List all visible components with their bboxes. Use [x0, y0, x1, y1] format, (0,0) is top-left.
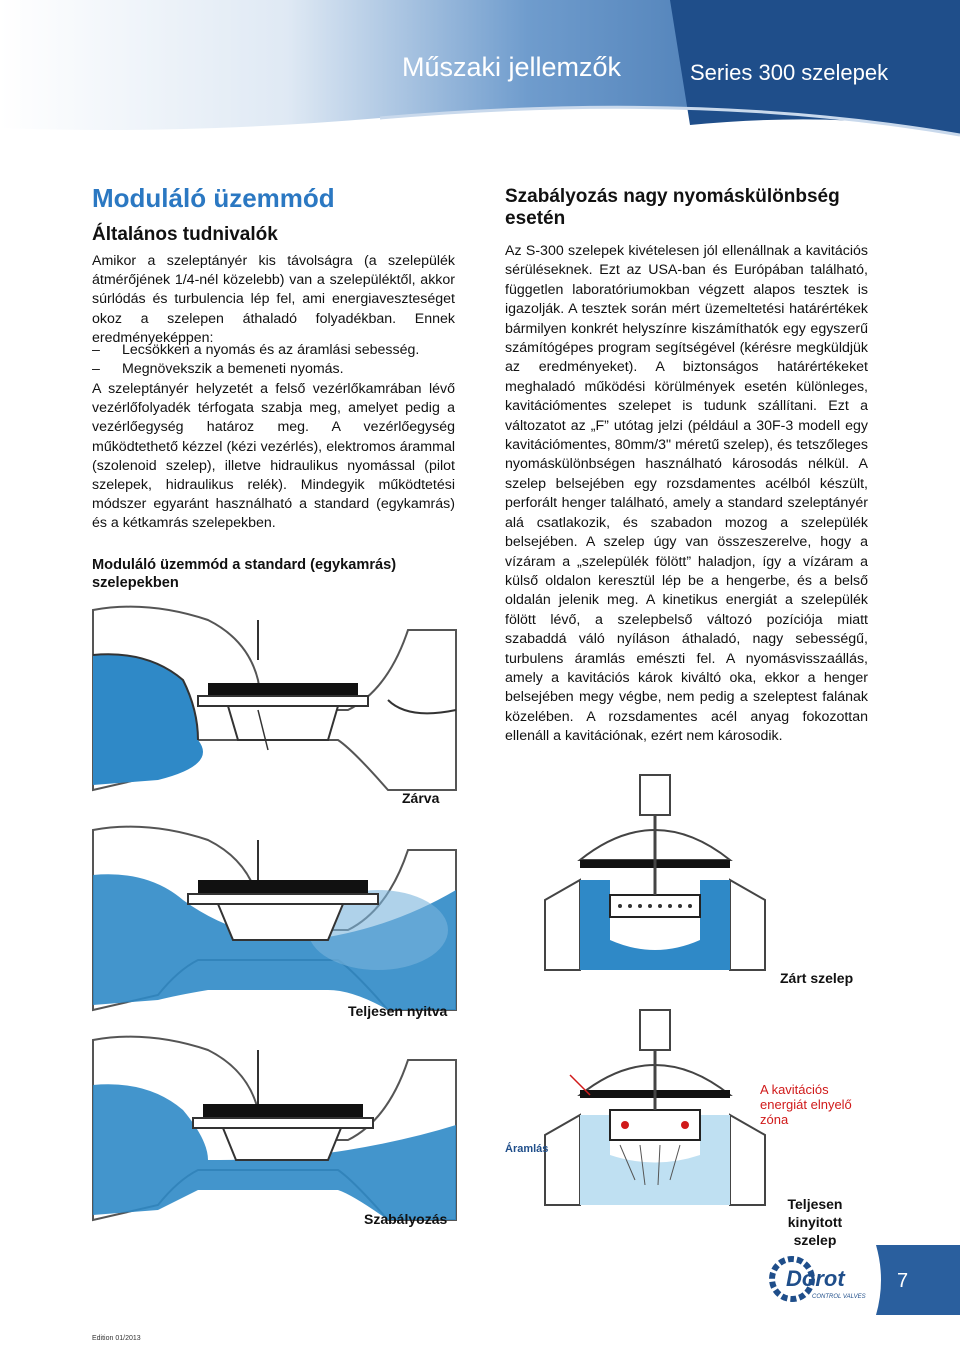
dorot-logo: Dorot CONTROL VALVES	[769, 1256, 866, 1302]
valve-open-diagram	[92, 825, 457, 1012]
label-cavitation-zone: A kavitációs energiát elnyelő zóna	[760, 1082, 852, 1127]
valve-cutaway-open	[544, 1009, 766, 1206]
label-closed-valve: Zárt szelep	[780, 970, 854, 986]
control-paragraph: A szeleptányér helyzetét a felső vezérlő…	[92, 381, 455, 532]
bullet-item-1: –Lecsökken a nyomás és az áramlási sebes…	[92, 342, 420, 358]
label-closed: Zárva	[402, 790, 440, 806]
valve-closed-diagram	[92, 605, 457, 792]
label-fully-open-valve: Teljesen kinyitott szelep	[787, 1196, 843, 1248]
page-number-tab	[876, 1245, 960, 1315]
right-heading: Szabályozás nagy nyomáskülönbség esetén	[505, 186, 840, 229]
valve-cutaway-closed	[544, 774, 766, 971]
label-fully-open: Teljesen nyitva	[348, 1003, 448, 1019]
logo-text: Dorot	[786, 1266, 846, 1291]
intro-paragraph: Amikor a szeleptányér kis távolságra (a …	[92, 253, 455, 346]
header-series: Series 300 szelepek	[690, 60, 889, 85]
valve-diagram-right	[544, 774, 766, 1206]
logo-tagline: CONTROL VALVES	[812, 1294, 866, 1300]
bullet-text-2: Megnövekszik a bemeneti nyomás.	[122, 361, 344, 377]
label-regulating: Szabályozás	[364, 1211, 448, 1227]
header-title: Műszaki jellemzők	[402, 52, 622, 82]
page-header: Műszaki jellemzők Series 300 szelepek	[0, 0, 960, 150]
right-paragraph: Az S-300 szelepek kivételesen jól ellená…	[505, 243, 868, 745]
modulating-subhead: Moduláló üzemmód a standard (egykamrás) …	[92, 557, 397, 591]
header-background	[0, 0, 960, 150]
label-flow: Áramlás	[505, 1143, 549, 1155]
valve-regulating-diagram	[92, 1035, 457, 1222]
section-subheading: Általános tudnivalók	[92, 224, 278, 245]
page-number: 7	[897, 1270, 909, 1292]
section-heading: Moduláló üzemmód	[92, 183, 335, 213]
edition-label: Edition 01/2013	[92, 1335, 141, 1342]
bullet-text-1: Lecsökken a nyomás és az áramlási sebess…	[122, 342, 420, 358]
bullet-item-2: –Megnövekszik a bemeneti nyomás.	[92, 361, 344, 377]
valve-diagram-left	[92, 605, 457, 1222]
